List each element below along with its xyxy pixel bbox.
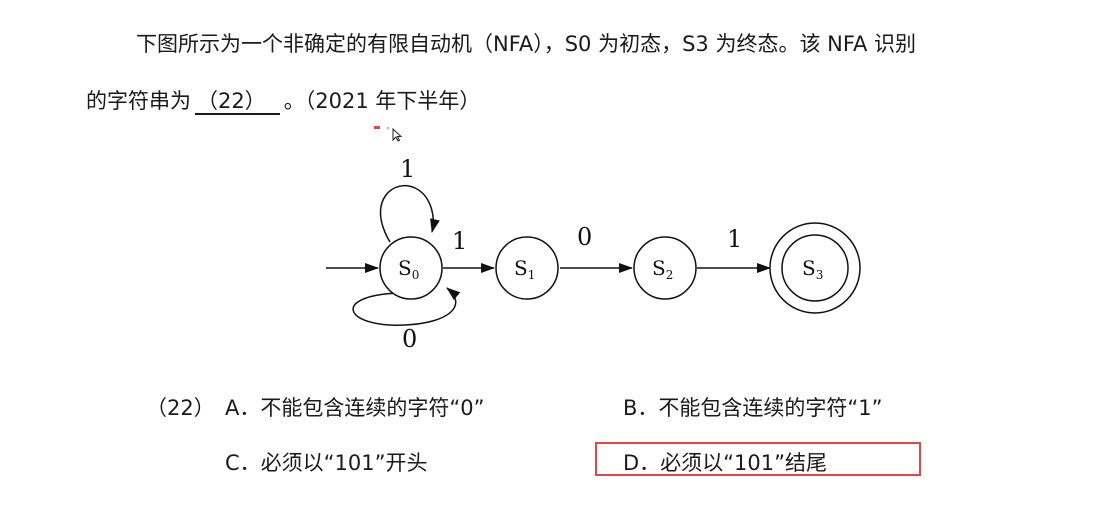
- svg-text:S2: S2: [652, 256, 673, 282]
- answer-blank: （22）: [195, 91, 280, 115]
- option-a[interactable]: A．不能包含连续的字符“0”: [225, 396, 485, 420]
- edge-s2-s3-label: 1: [727, 225, 742, 253]
- svg-text:S0: S0: [398, 256, 419, 282]
- state-s0: S0: [379, 236, 443, 300]
- s0-self-loop-bottom: [352, 287, 461, 326]
- edge-s0-s1-label: 1: [452, 227, 467, 255]
- mouse-cursor-icon: [392, 128, 402, 142]
- state-s2: S2: [633, 236, 697, 300]
- s0-loop-top-label: 1: [400, 155, 415, 183]
- s0-loop-bottom-label: 0: [402, 325, 417, 353]
- annotation-dot: °: [386, 126, 390, 135]
- question-number: （22）: [146, 396, 215, 420]
- state-s3-final: S3: [769, 222, 861, 314]
- question-text-line2: 的字符串为（22）。（2021 年下半年）: [86, 91, 480, 115]
- question-prefix: 的字符串为: [86, 89, 191, 113]
- question-suffix: 。（2021 年下半年）: [283, 89, 481, 113]
- option-d[interactable]: D．必须以“101”结尾: [623, 451, 828, 475]
- svg-text:S3: S3: [802, 256, 823, 282]
- answer-highlight-box: [595, 442, 921, 476]
- svg-text:S1: S1: [514, 256, 535, 282]
- s0-self-loop-top: [379, 184, 440, 243]
- annotation-mark: [374, 126, 380, 129]
- option-c[interactable]: C．必须以“101”开头: [225, 451, 428, 475]
- edge-s1-s2-label: 0: [577, 223, 592, 251]
- state-s1: S1: [495, 236, 559, 300]
- question-text-line1: 下图所示为一个非确定的有限自动机（NFA），S0 为初态，S3 为终态。该 NF…: [136, 32, 917, 56]
- option-b[interactable]: B．不能包含连续的字符“1”: [623, 396, 883, 420]
